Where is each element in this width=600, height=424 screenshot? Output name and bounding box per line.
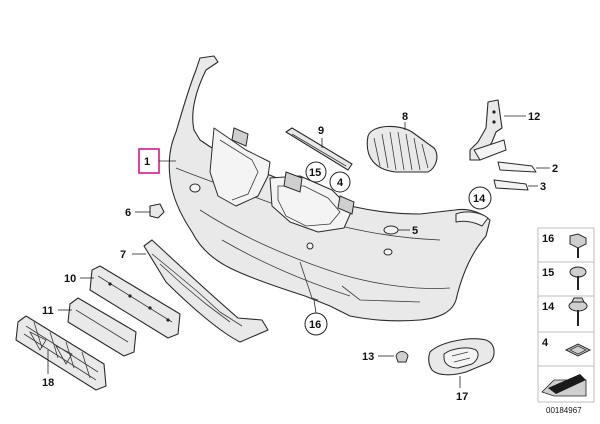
part-label-6[interactable]: 6 (125, 207, 131, 219)
part-label-13[interactable]: 13 (362, 351, 374, 363)
part-label-8[interactable]: 8 (402, 111, 408, 123)
part-label-10[interactable]: 10 (64, 273, 76, 285)
part-label-3[interactable]: 3 (540, 181, 546, 193)
part-label-11[interactable]: 11 (42, 305, 54, 317)
arrow-hand-icon[interactable] (541, 374, 587, 397)
air-duct[interactable] (428, 338, 495, 376)
legend-label-4[interactable]: 4 (542, 337, 549, 349)
mounting-bracket[interactable] (469, 99, 507, 161)
guide-rail-upper[interactable] (497, 161, 537, 173)
part-label-16-callout[interactable]: 16 (309, 319, 321, 331)
lamp-cover[interactable] (149, 203, 165, 219)
part-label-17[interactable]: 17 (456, 391, 468, 403)
part-label-14-callout[interactable]: 14 (473, 193, 486, 205)
trim-strip[interactable] (285, 127, 353, 171)
guide-rail-lower[interactable] (493, 179, 529, 191)
legend-label-16[interactable]: 16 (542, 233, 554, 245)
kidney-grille[interactable] (366, 125, 438, 173)
mesh-carrier[interactable] (15, 315, 107, 391)
catalog-number: 00184967 (546, 406, 582, 415)
part-label-12[interactable]: 12 (528, 111, 540, 123)
screw-round-head-icon (569, 266, 587, 290)
fastener-legend: 16 15 14 4 (537, 227, 595, 403)
legend-label-15[interactable]: 15 (542, 267, 554, 279)
part-label-2[interactable]: 2 (552, 163, 558, 175)
part-label-9[interactable]: 9 (318, 125, 324, 137)
part-label-5[interactable]: 5 (412, 225, 418, 237)
screw-flange-head-icon (568, 297, 588, 326)
part-label-15-callout[interactable]: 15 (309, 167, 321, 179)
clip-nut-icon (564, 343, 592, 357)
plate-holder[interactable] (67, 297, 137, 357)
screw-hex-head-icon (569, 233, 587, 258)
cap-cover[interactable] (383, 225, 399, 235)
part-label-1[interactable]: 1 (144, 156, 150, 168)
lower-grille[interactable] (143, 239, 269, 343)
clip-nut[interactable] (395, 351, 409, 363)
part-label-7[interactable]: 7 (120, 249, 126, 261)
part-label-18[interactable]: 18 (42, 377, 54, 389)
license-plate-base[interactable] (89, 265, 181, 339)
legend-label-14[interactable]: 14 (542, 301, 555, 313)
part-label-4-callout[interactable]: 4 (337, 177, 344, 189)
bumper-cover[interactable] (168, 55, 491, 322)
